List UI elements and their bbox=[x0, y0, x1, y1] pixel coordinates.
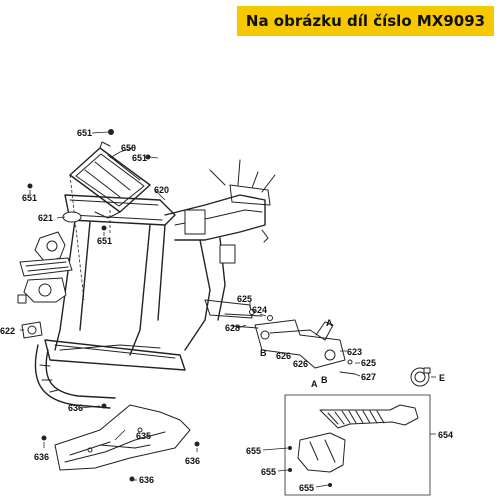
callout-655: 655 bbox=[246, 446, 261, 456]
bottom-cover bbox=[54, 404, 191, 471]
callout-e: E bbox=[439, 373, 445, 383]
callout-654: 654 bbox=[438, 430, 453, 440]
main-frame bbox=[34, 159, 276, 409]
callout-636: 636 bbox=[68, 403, 83, 413]
callout-651: 651 bbox=[132, 153, 147, 163]
callout-627: 627 bbox=[361, 372, 376, 382]
hose-clamp bbox=[410, 367, 431, 387]
callout-636: 636 bbox=[139, 475, 154, 485]
engine-bracket bbox=[224, 309, 356, 375]
banner-title: Na obrázku díl číslo MX9093 bbox=[245, 12, 486, 30]
callout-620: 620 bbox=[154, 185, 169, 195]
callout-623: 623 bbox=[347, 347, 362, 357]
callout-628: 628 bbox=[225, 323, 240, 333]
callout-655: 655 bbox=[261, 467, 276, 477]
callout-655: 655 bbox=[299, 483, 314, 493]
luggage-carrier bbox=[69, 141, 151, 219]
callout-621: 621 bbox=[38, 213, 53, 223]
callout-a: A bbox=[311, 379, 318, 389]
callout-626: 626 bbox=[293, 359, 308, 369]
intake-parts bbox=[17, 211, 82, 339]
callout-625: 625 bbox=[237, 294, 252, 304]
callout-650: 650 bbox=[121, 143, 136, 153]
callout-651: 651 bbox=[77, 128, 92, 138]
title-banner: Na obrázku díl číslo MX9093 bbox=[237, 6, 494, 36]
callout-636: 636 bbox=[34, 452, 49, 462]
callout-624: 624 bbox=[252, 305, 267, 315]
callout-651: 651 bbox=[97, 236, 112, 246]
callout-636: 636 bbox=[185, 456, 200, 466]
callout-b: B bbox=[321, 375, 328, 385]
callout-b: B bbox=[260, 348, 267, 358]
callout-622: 622 bbox=[0, 326, 15, 336]
air-hose-box bbox=[284, 394, 431, 496]
fasteners bbox=[27, 129, 200, 482]
callout-625: 625 bbox=[361, 358, 376, 368]
callout-651: 651 bbox=[22, 193, 37, 203]
leader-lines bbox=[20, 131, 436, 488]
callout-a: A bbox=[326, 318, 333, 328]
callout-626: 626 bbox=[276, 351, 291, 361]
callout-635: 635 bbox=[136, 431, 151, 441]
